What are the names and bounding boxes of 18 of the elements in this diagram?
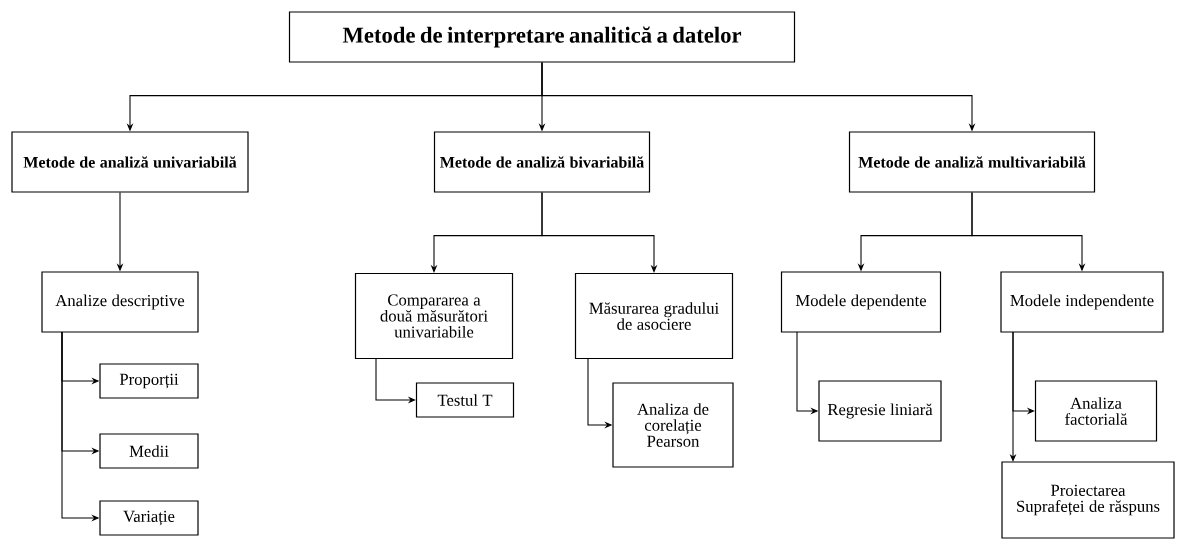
category-box: Metode de analiză univariabilă — [11, 131, 249, 193]
method-box: Proiectarea Suprafeței de răspuns — [1001, 461, 1175, 539]
method-box: Regresie liniară — [818, 380, 942, 442]
method-box: Proporții — [99, 363, 199, 399]
title-box: Metode de interpretare analitică a datelor — [288, 11, 796, 63]
method-box: Analize descriptive — [41, 271, 199, 333]
category-box: Metode de analiză multivariabilă — [848, 131, 1096, 193]
method-box: Analiza de corelație Pearson — [612, 382, 734, 468]
method-box: Analiza factorială — [1034, 380, 1158, 442]
method-box: Modele independente — [1000, 271, 1164, 333]
arrow — [541, 192, 658, 273]
method-box: Măsurarea gradului de asociere — [574, 272, 734, 360]
method-box: Medii — [99, 433, 199, 469]
method-box: Variație — [99, 500, 199, 536]
method-box: Testul T — [415, 382, 515, 418]
category-box: Metode de analiză bivariabilă — [433, 131, 651, 193]
method-box: Modele dependente — [780, 271, 942, 333]
method-box: Compararea a două măsurători univariabile — [354, 272, 514, 360]
